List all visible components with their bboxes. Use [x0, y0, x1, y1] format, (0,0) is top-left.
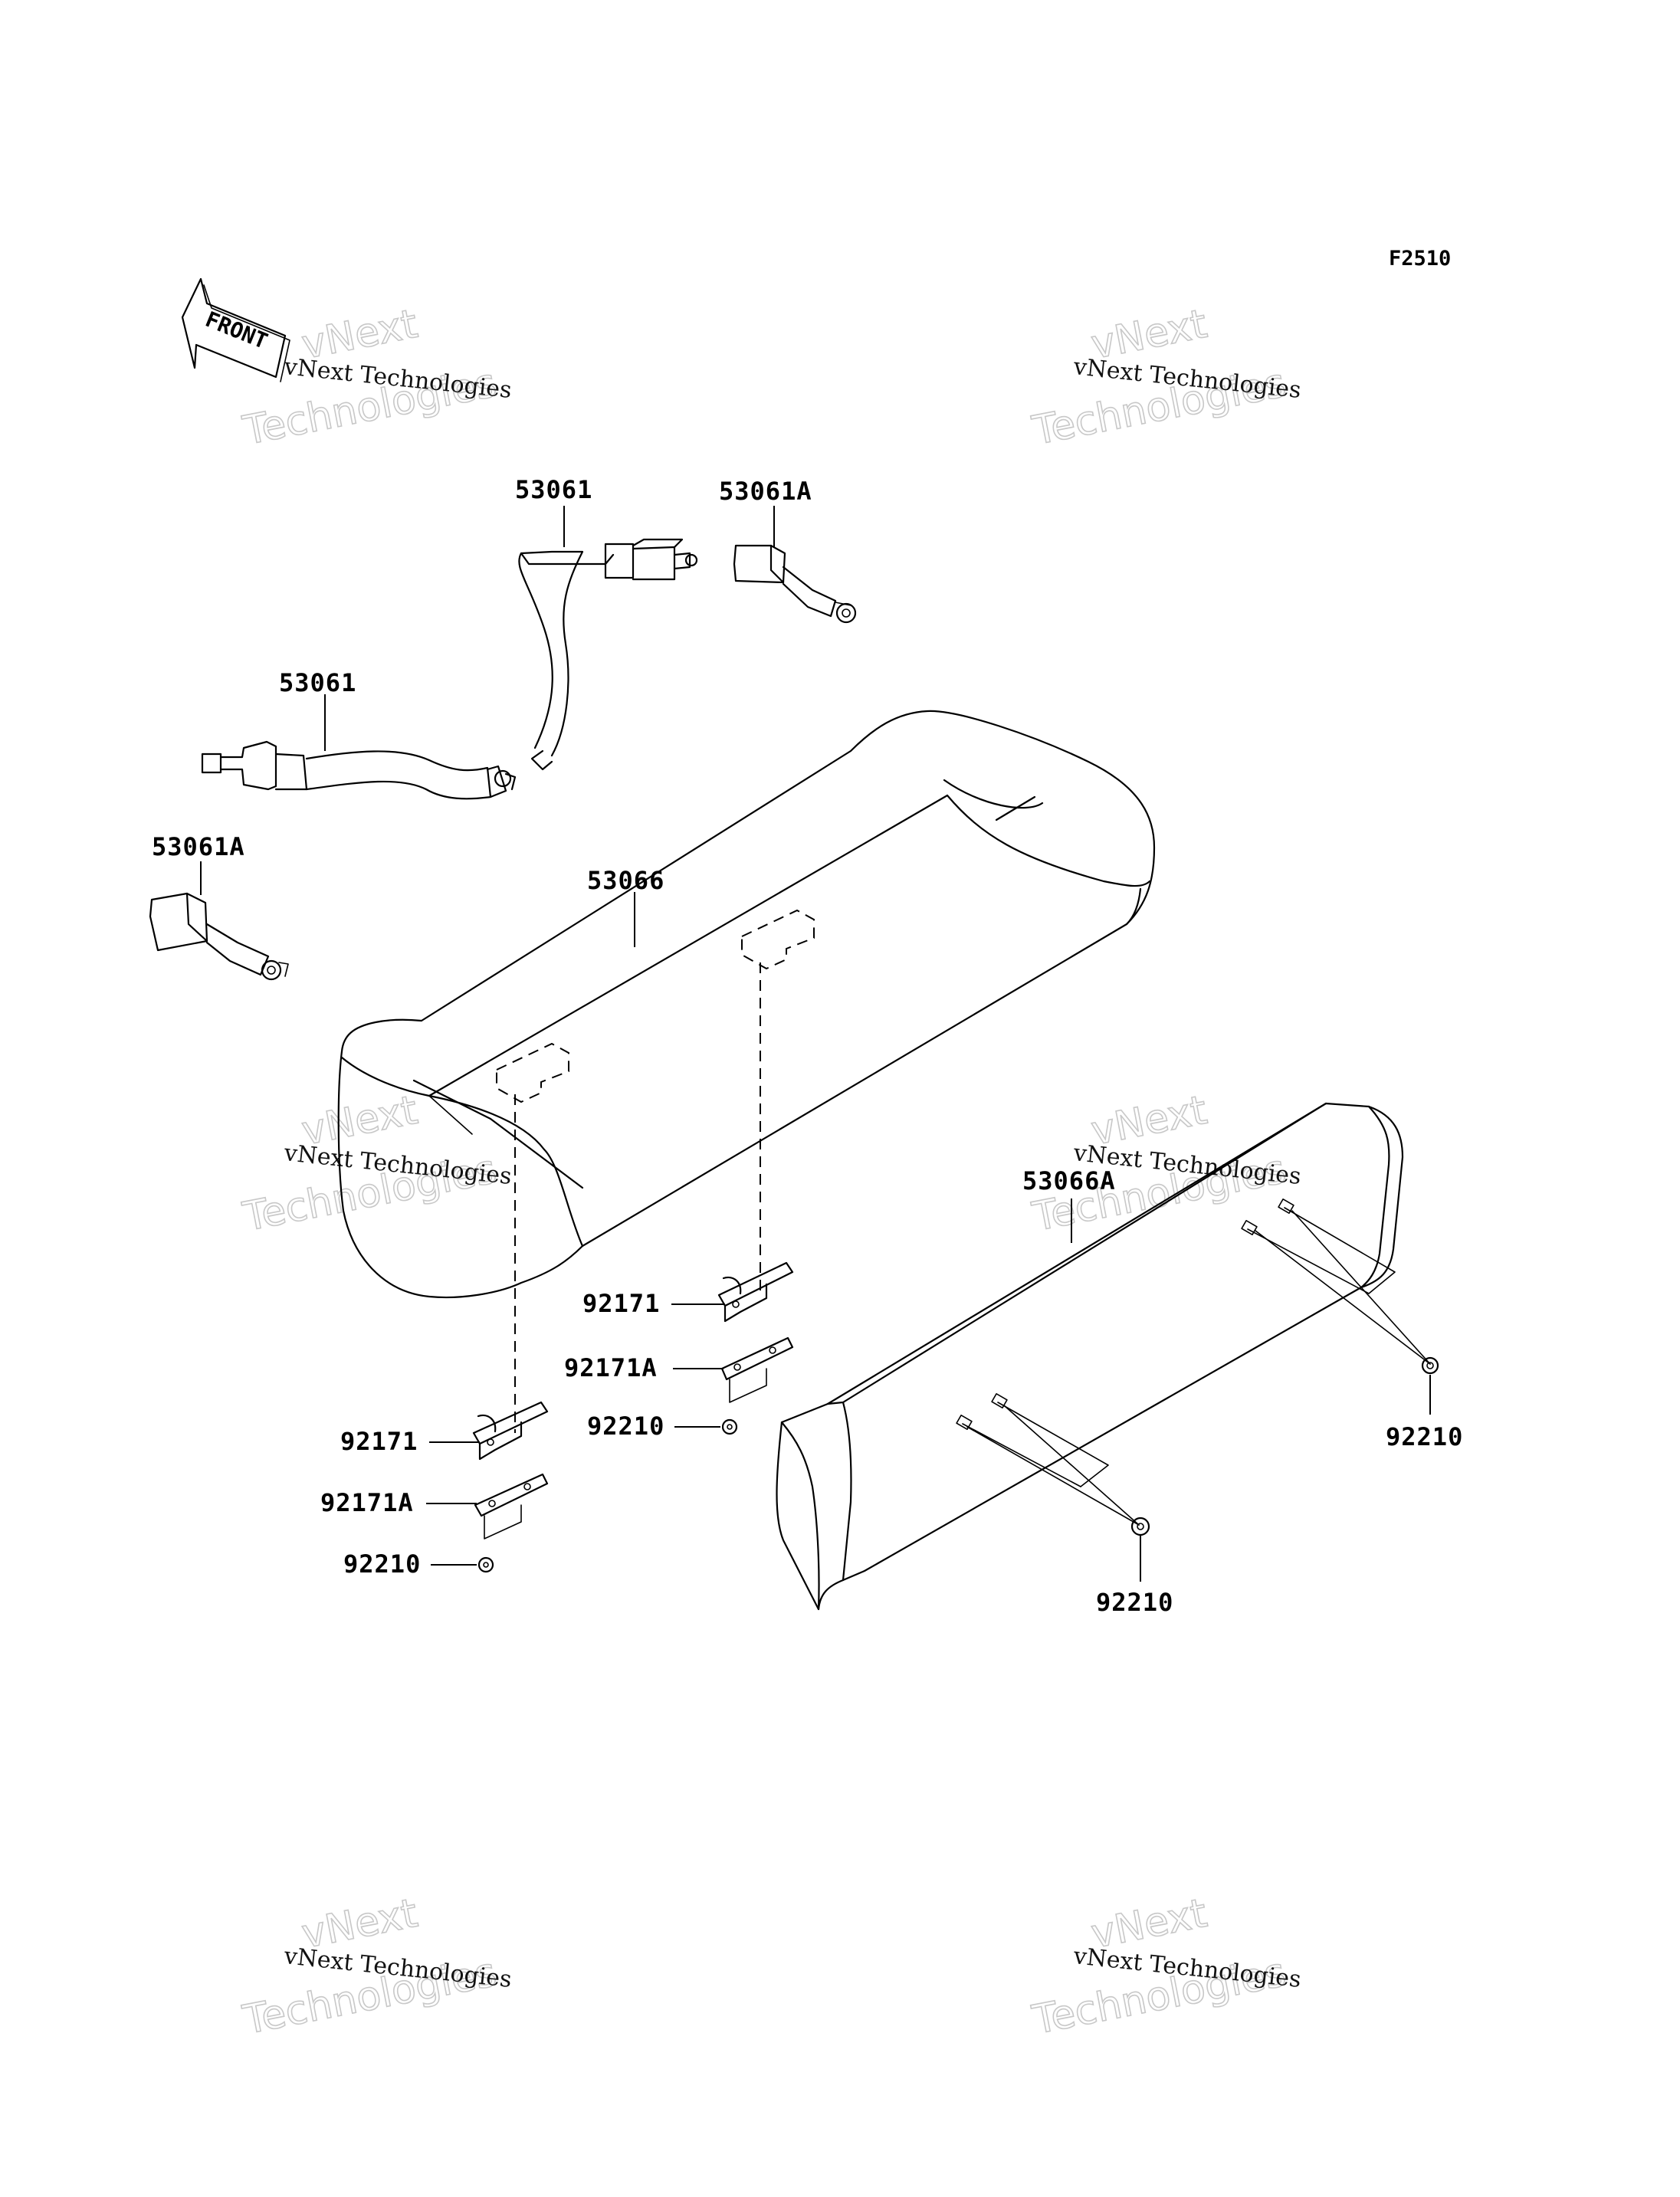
- watermark-top-left: vNext Technologies vNext Technologies: [238, 300, 513, 455]
- seat-back-cushion: [776, 1102, 1404, 1611]
- bracket-mid: [717, 1261, 794, 1323]
- buckle-left: [149, 892, 289, 981]
- seat-belt-left: [201, 740, 517, 800]
- nut-left: [477, 1556, 494, 1573]
- label-53066: 53066: [587, 866, 664, 895]
- plate-left: [474, 1473, 549, 1540]
- watermark-bottom-right: vNext Technologies vNext Technologies: [1028, 1890, 1302, 2045]
- label-53061-left: 53061: [279, 668, 356, 697]
- buckle-upper: [733, 544, 857, 624]
- front-arrow-icon: FRONT: [181, 277, 290, 382]
- seat-mount-outline-left: [496, 1042, 569, 1433]
- bracket-left: [472, 1401, 549, 1461]
- label-92171-left: 92171: [340, 1427, 418, 1456]
- nut-back-bottom: [1130, 1517, 1150, 1536]
- seat-bottom-cushion: [337, 710, 1156, 1299]
- front-arrow-label: FRONT: [202, 307, 271, 354]
- diagram-code: F2510: [1389, 247, 1451, 271]
- label-92210-left: 92210: [343, 1549, 421, 1579]
- label-92171a-left: 92171A: [320, 1488, 414, 1517]
- seat-belt-upper: [518, 538, 698, 771]
- label-92210-mid: 92210: [587, 1412, 664, 1441]
- seat-back-studs: [956, 1199, 1431, 1526]
- label-92171-mid: 92171: [582, 1289, 660, 1318]
- watermark-bottom-left: vNext Technologies vNext Technologies: [238, 1890, 513, 2045]
- label-92210-back-bottom: 92210: [1096, 1588, 1173, 1617]
- label-53061-upper: 53061: [515, 475, 592, 504]
- watermark-top-right: vNext Technologies vNext Technologies: [1028, 300, 1302, 455]
- label-53066a: 53066A: [1022, 1166, 1116, 1195]
- seat-mount-outline-right: [741, 909, 815, 1295]
- plate-mid: [720, 1336, 794, 1403]
- watermark-mid-right: vNext Technologies vNext Technologies: [1028, 1087, 1302, 1241]
- label-92210-back-right: 92210: [1386, 1422, 1463, 1451]
- nut-mid: [721, 1418, 738, 1435]
- label-53061a-upper: 53061A: [719, 477, 812, 506]
- label-92171a-mid: 92171A: [564, 1353, 658, 1382]
- label-53061a-left: 53061A: [152, 832, 245, 861]
- nut-back-right: [1421, 1356, 1439, 1375]
